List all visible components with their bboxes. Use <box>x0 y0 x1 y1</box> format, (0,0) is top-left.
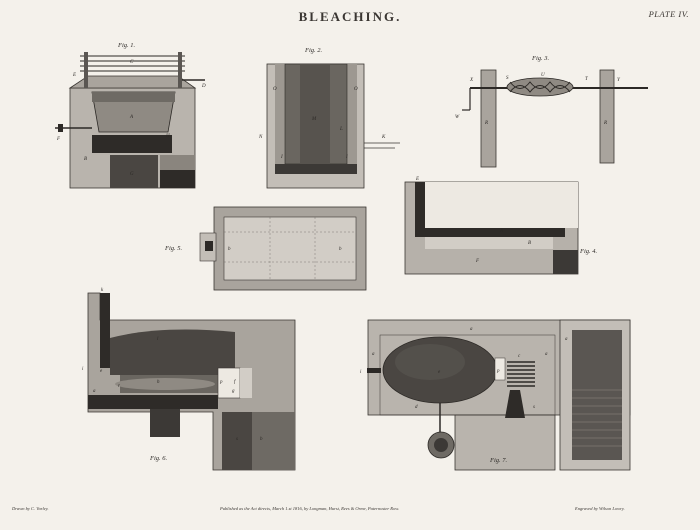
label-e: E <box>72 73 76 78</box>
figure-6-furnace: k l i e h r a p f g b s Fig. 6. <box>82 288 296 471</box>
label-b-fig4: B <box>528 241 531 246</box>
footer-drawn-by: Drawn by C. Varley. <box>12 506 49 511</box>
footer-engraved-by: Engraved by Wilson Lowry. <box>575 506 625 511</box>
figure-6-label: Fig. 6. <box>149 455 168 462</box>
label-u: U <box>541 73 545 78</box>
figure-4-label: Fig. 4. <box>579 248 598 255</box>
plate-number: PLATE IV. <box>648 9 689 19</box>
label-s: S <box>506 76 509 81</box>
label-r-fig6: r <box>118 384 120 389</box>
label-a-fig4: A <box>499 229 504 234</box>
label-b: B <box>84 157 87 162</box>
label-y: Y <box>617 78 621 83</box>
label-f-fig4: F <box>475 259 480 264</box>
figure-5-cistern-plan: Fig. 5. b b <box>164 206 367 291</box>
label-b-right: b <box>339 247 342 252</box>
label-m: M <box>311 117 317 122</box>
label-b-fig6: b <box>260 437 263 442</box>
label-c-fig7: c <box>518 354 521 359</box>
label-w: W <box>455 115 460 120</box>
label-r-left: R <box>484 121 488 126</box>
label-i-right: I <box>345 155 348 160</box>
figure-7-label: Fig. 7. <box>489 457 508 464</box>
label-e-fig4: E <box>415 177 419 182</box>
label-k-fig6: k <box>101 288 104 293</box>
label-b-left: b <box>228 247 231 252</box>
label-o-right: O <box>354 87 358 92</box>
label-s-fig6: s <box>236 437 238 442</box>
label-f-fig6: f <box>234 380 236 385</box>
label-a-top-fig7: a <box>470 327 473 332</box>
figure-7-furnace-plan: i a a a e p c d s a Fig. 7. <box>360 319 631 471</box>
label-o-left: O <box>273 87 277 92</box>
figure-1-label: Fig. 1. <box>117 42 136 49</box>
footer-publisher: Published as the Act directs, March 1.st… <box>220 506 399 511</box>
label-f: F <box>56 137 61 142</box>
label-l-fig6: l <box>157 337 159 342</box>
label-g-fig6: g <box>232 389 235 394</box>
label-p-fig7: p <box>496 369 500 374</box>
label-n: N <box>258 135 263 140</box>
figure-1-boiler: Fig. 1. C E D A F B G H <box>55 42 206 189</box>
figure-2-vat: Fig. 2. O O M N L K I I <box>258 47 400 189</box>
figure-2-label: Fig. 2. <box>304 47 323 54</box>
label-i-left: I <box>280 155 283 160</box>
label-t: T <box>585 77 589 82</box>
plate-title: BLEACHING. <box>298 9 402 24</box>
label-c: C <box>130 60 134 65</box>
figure-3-wringer: Fig. 3. X S U T Y W R R <box>455 55 648 168</box>
label-e-fig6: e <box>100 369 103 374</box>
label-a-left-fig7: a <box>372 352 375 357</box>
label-a-fig6: a <box>93 389 96 394</box>
label-x: X <box>469 78 474 83</box>
label-l: L <box>339 127 343 132</box>
label-h-fig6: h <box>157 380 160 385</box>
figure-5-label: Fig. 5. <box>164 245 183 252</box>
label-g: G <box>130 172 134 177</box>
label-a-right-fig7: a <box>545 352 548 357</box>
label-r-right: R <box>603 121 607 126</box>
label-a-stack-fig7: a <box>565 337 568 342</box>
label-k: K <box>381 135 386 140</box>
label-d: D <box>201 84 206 89</box>
label-a: A <box>129 115 134 120</box>
label-e-fig7: e <box>438 370 441 375</box>
figure-3-label: Fig. 3. <box>531 55 550 62</box>
figure-4-section: E A B F Fig. 4. <box>404 177 598 275</box>
label-h: H <box>165 134 170 139</box>
label-d-fig7: d <box>415 405 418 410</box>
label-i-fig6: i <box>82 367 84 372</box>
label-s-fig7: s <box>533 405 535 410</box>
label-i-fig7: i <box>360 370 362 375</box>
label-p-fig6: p <box>219 380 223 385</box>
